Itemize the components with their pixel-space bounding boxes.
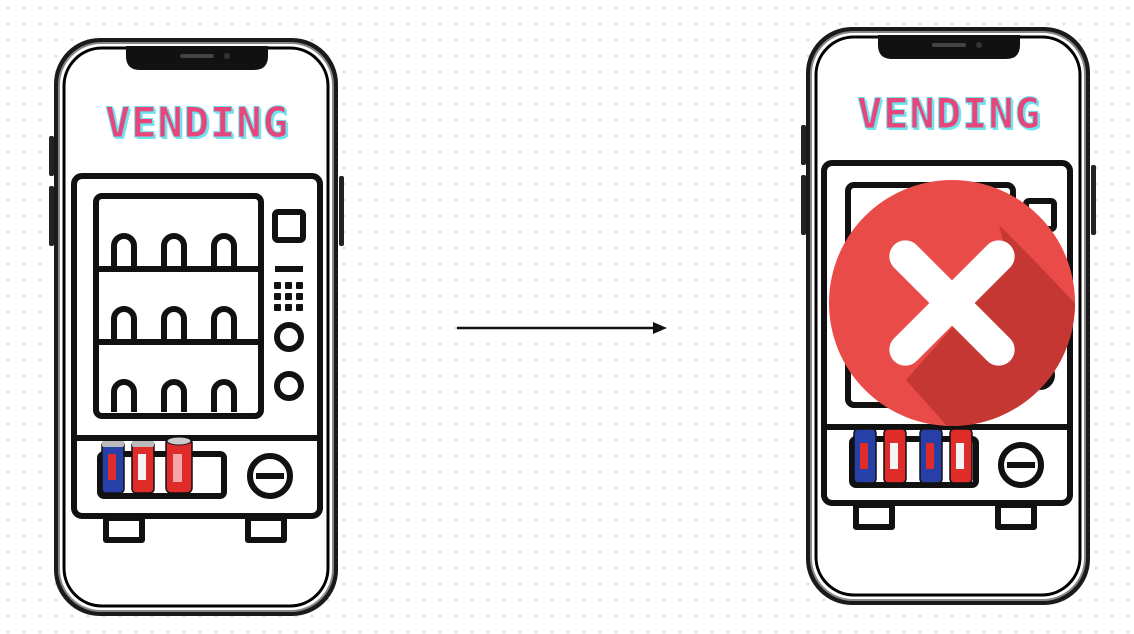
vending-title: VENDING xyxy=(857,89,1041,138)
phone-after-graphic: VENDING VENDING xyxy=(801,27,1096,605)
keypad xyxy=(274,282,303,311)
cans xyxy=(101,436,193,494)
phone-before: VENDING VENDING xyxy=(49,36,344,620)
phone-before-graphic: VENDING VENDING xyxy=(49,38,344,616)
cans xyxy=(853,428,973,484)
title-shadow: VENDING xyxy=(859,91,1043,140)
arrow-right-icon xyxy=(457,322,667,334)
vending-title: VENDING xyxy=(105,98,289,147)
title-shadow: VENDING xyxy=(107,100,291,149)
vending-machine xyxy=(71,173,323,543)
phone-after: VENDING VENDING xyxy=(801,25,1096,609)
transition-arrow xyxy=(455,318,675,342)
